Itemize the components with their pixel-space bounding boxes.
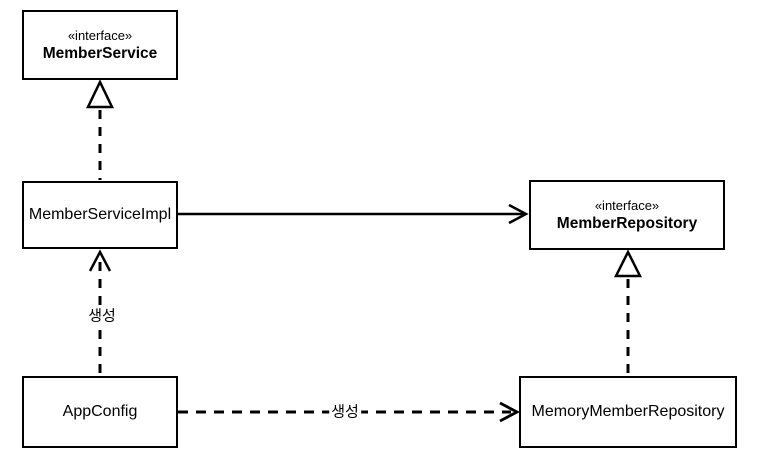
class-box-member-repository: «interface» MemberRepository [529, 180, 725, 250]
class-box-member-service: «interface» MemberService [22, 10, 178, 80]
stereotype-label: «interface» [594, 198, 660, 213]
class-name: AppConfig [62, 403, 138, 420]
edge-impl-realizes-service [86, 79, 114, 180]
class-box-member-service-impl: MemberServiceImpl [22, 181, 178, 249]
class-name: MemberServiceImpl [28, 206, 172, 223]
class-name: MemoryMemberRepository [531, 403, 725, 420]
hollow-triangle-arrowhead [86, 79, 114, 109]
class-box-app-config: AppConfig [22, 376, 178, 448]
edge-memory-repo-realizes-repository [613, 249, 643, 375]
open-arrowhead [88, 249, 112, 272]
edge-label-create: 생성 [86, 306, 118, 326]
edge-impl-uses-repository [178, 203, 529, 225]
stereotype-label: «interface» [67, 28, 133, 43]
open-arrowhead [499, 401, 520, 423]
hollow-triangle-arrowhead [613, 249, 643, 278]
class-box-memory-member-repository: MemoryMemberRepository [519, 376, 737, 448]
class-name: MemberRepository [556, 215, 698, 232]
edge-label-create: 생성 [329, 402, 361, 422]
open-arrowhead [508, 203, 529, 225]
class-name: MemberService [42, 45, 158, 62]
